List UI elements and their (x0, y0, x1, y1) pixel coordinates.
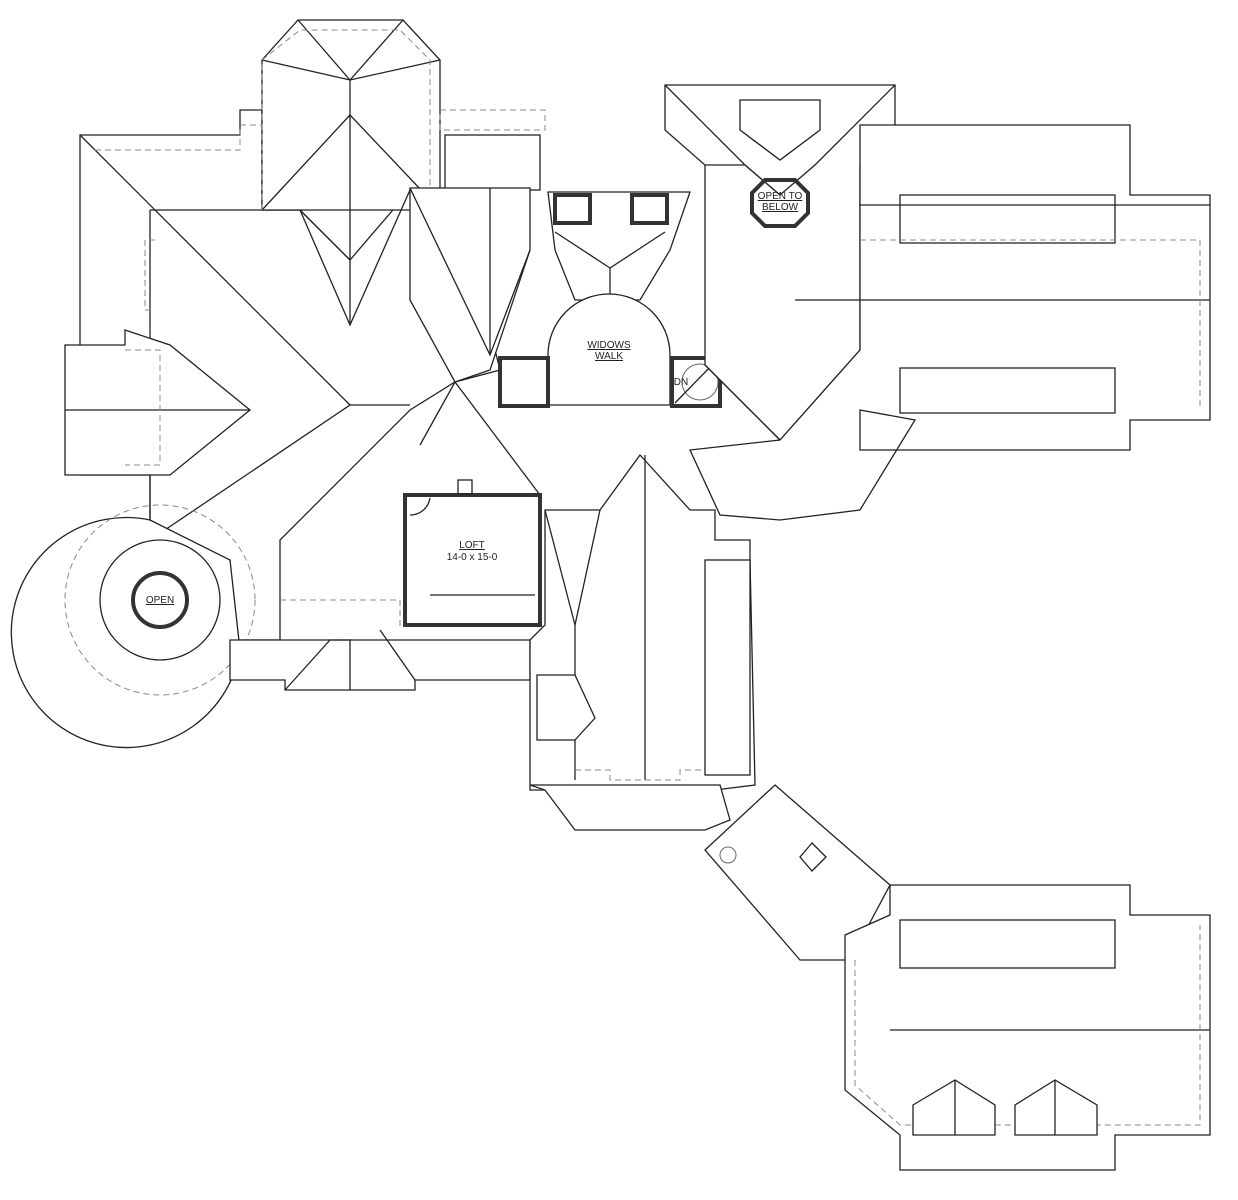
center-roof (409, 187, 691, 383)
open-to-below-label-1: OPEN TO (758, 191, 803, 202)
left-gable-roof (64, 329, 252, 476)
right-wing-roof (689, 124, 1211, 521)
widows-walk-label-1: WIDOWS (587, 340, 631, 351)
stair-down-label: DN (674, 377, 688, 388)
turret-open-label: OPEN (146, 595, 174, 606)
connector-roof (529, 784, 891, 961)
loft-room: LOFT 14-0 x 15-0 (403, 380, 542, 627)
widows-walk-label-2: WALK (595, 351, 623, 362)
widows-walk: WIDOWS WALK DN (498, 293, 722, 408)
loft-size: 14-0 x 15-0 (447, 552, 498, 563)
bottom-right-roof (844, 884, 1211, 1171)
south-wing-roof (529, 453, 756, 791)
open-to-below-label-2: BELOW (762, 202, 799, 213)
circular-turret: OPEN (10, 504, 256, 749)
loft-title: LOFT (459, 540, 485, 551)
